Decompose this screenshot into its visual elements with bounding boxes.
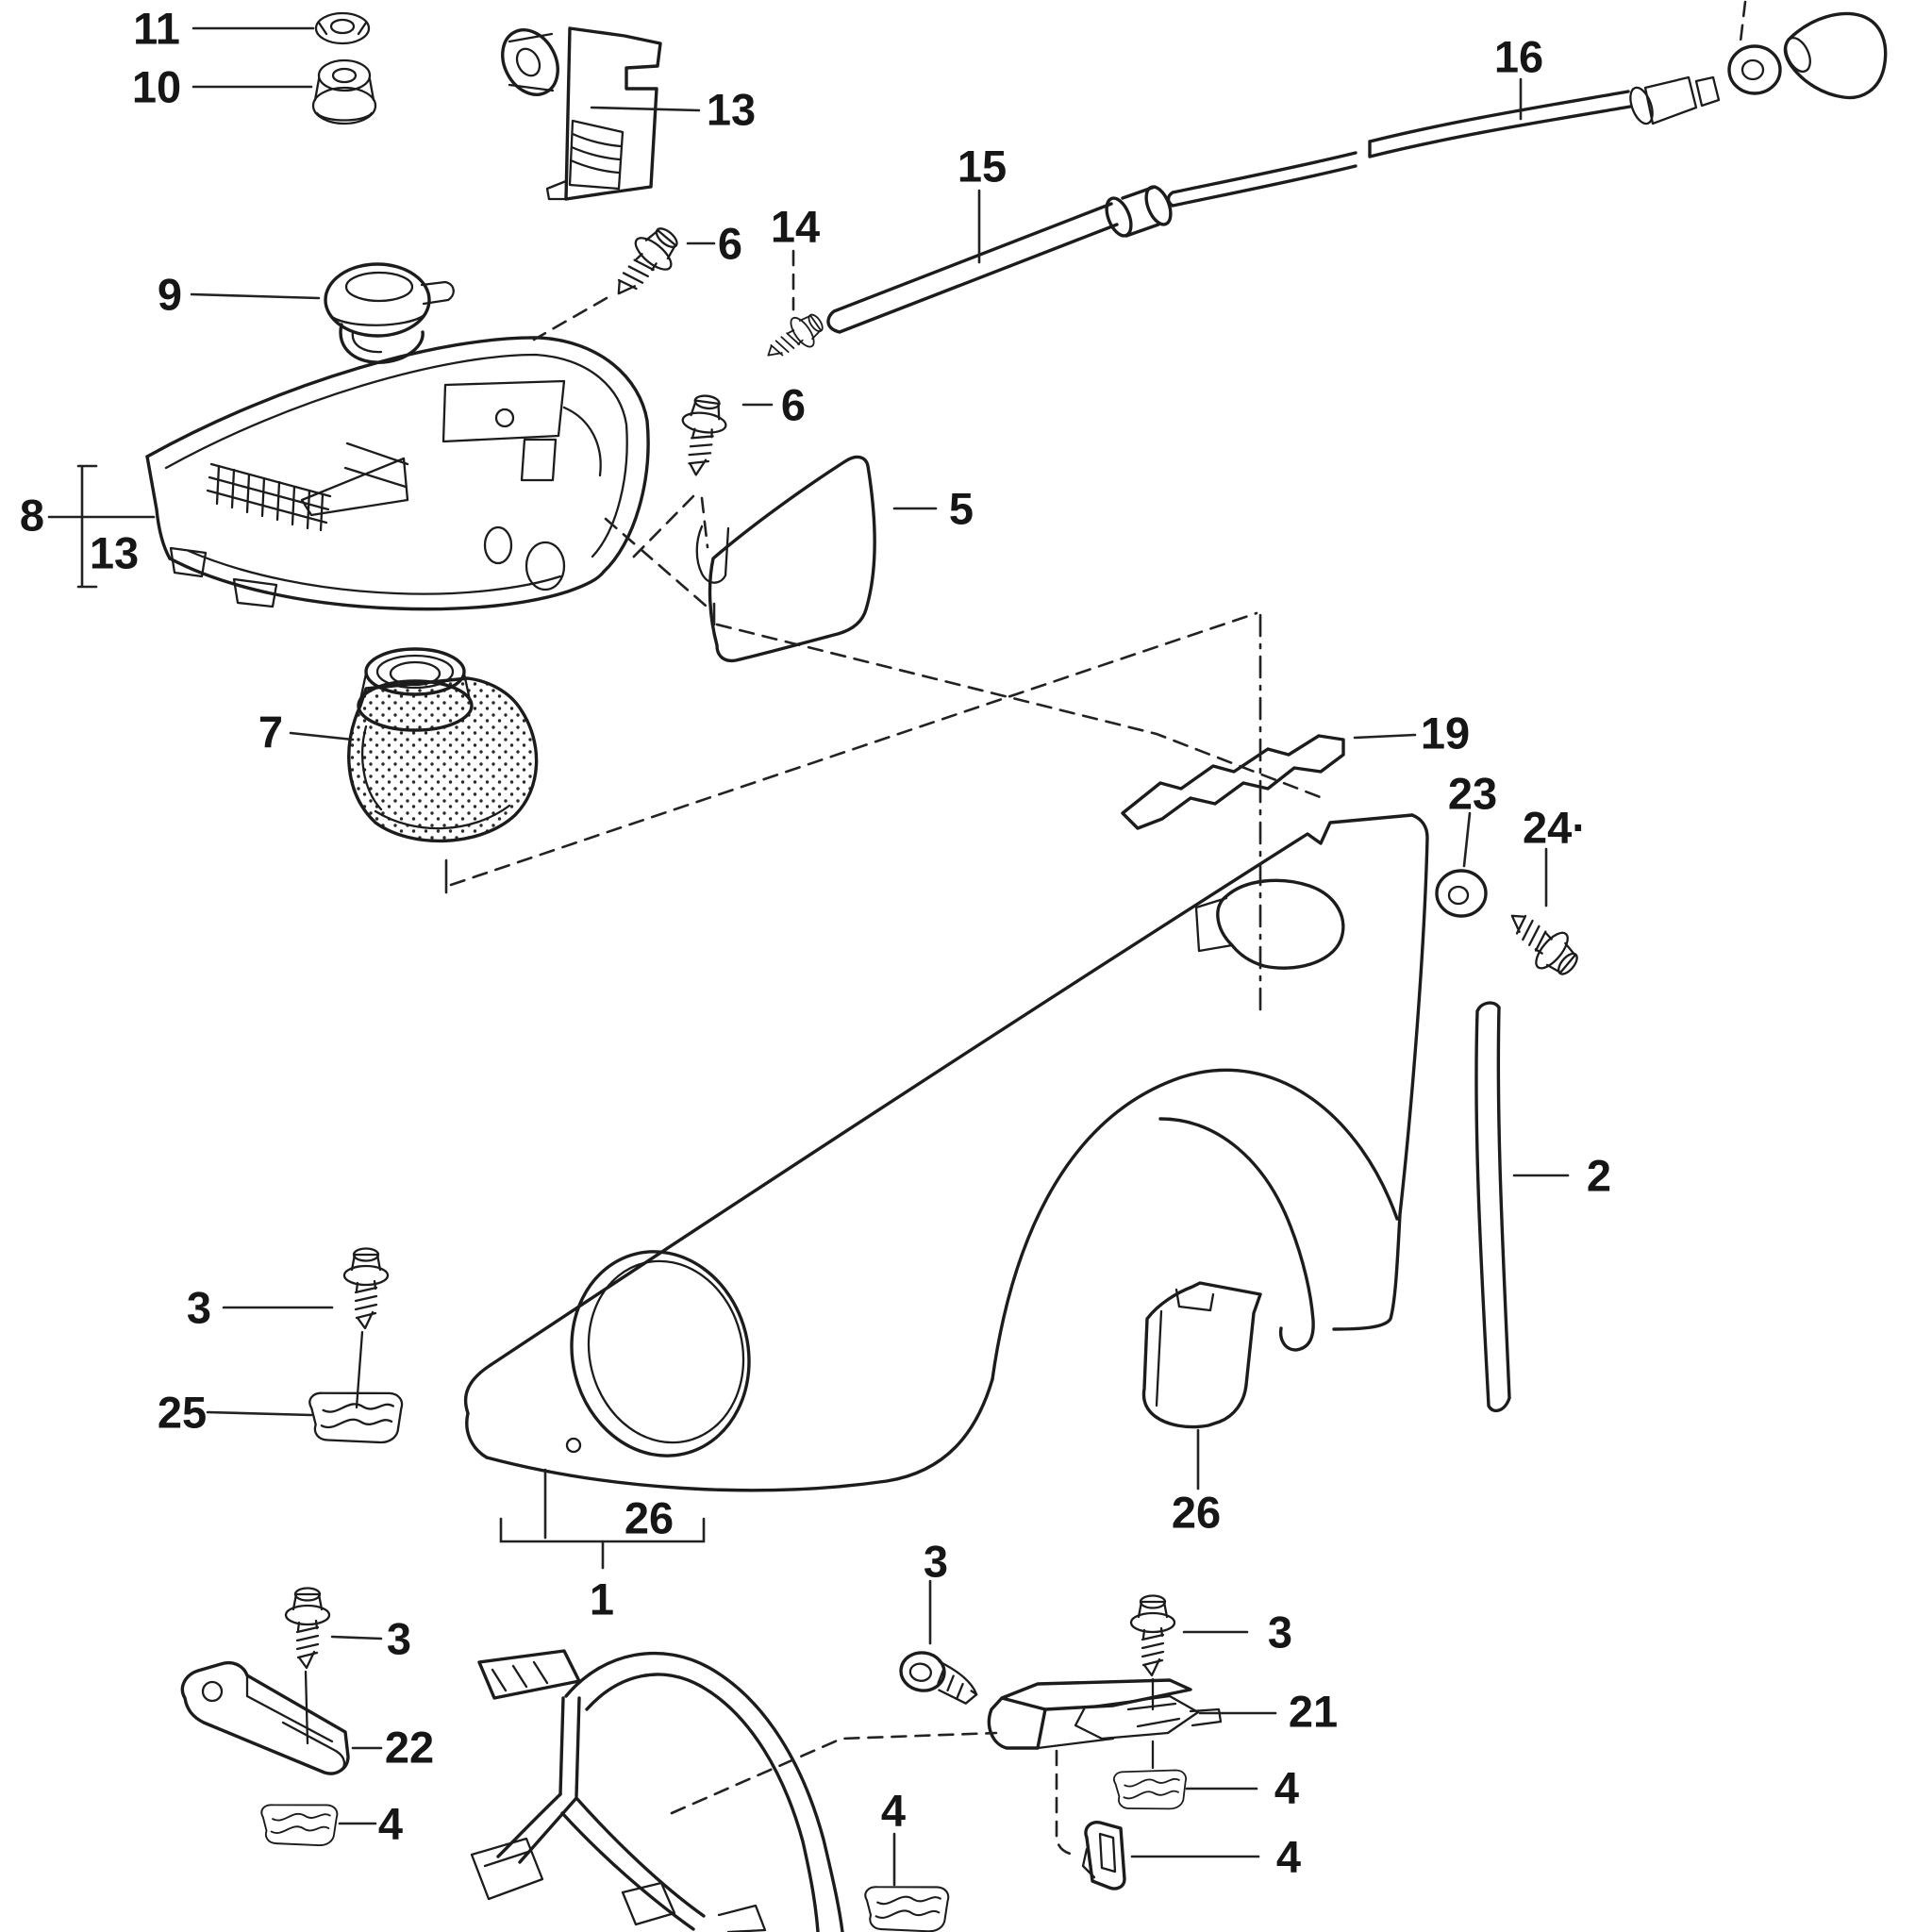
reservoir-tray-8-13 (145, 336, 650, 611)
part-label-21: 21 (1289, 1687, 1338, 1737)
part-label-26-right: 26 (1172, 1488, 1221, 1538)
part-label-6-upper: 6 (718, 219, 742, 269)
part-label-5: 5 (949, 484, 974, 534)
part-label-19: 19 (1421, 708, 1470, 758)
part-label-11: 11 (133, 4, 180, 54)
bolt-24 (1496, 898, 1588, 986)
screw-3-bottomleft (284, 1587, 331, 1670)
screw-3-left (342, 1247, 390, 1330)
push-pin-3-center (899, 1651, 978, 1705)
clip-4-center (863, 1875, 955, 1932)
part-label-4-center: 4 (881, 1786, 906, 1836)
fastener-11 (314, 11, 371, 45)
fender-1 (463, 813, 1429, 1492)
part-label-7: 7 (258, 708, 283, 758)
part-label-14: 14 (771, 202, 820, 252)
leader-bracket21-to-clip4-bottom (1055, 1749, 1079, 1857)
part-label-3-bottomleft: 3 (387, 1614, 411, 1664)
cable-16 (1166, 0, 1888, 208)
part-label-3-right: 3 (1268, 1607, 1292, 1657)
leader-screw3-to-clip25 (355, 1330, 364, 1409)
clip-4-bottomright (1081, 1821, 1126, 1890)
callout-labels: 11 10 13 16 15 6 14 9 6 8 13 5 7 19 23 2… (20, 4, 1611, 1882)
clip-4-midright (1111, 1760, 1192, 1819)
bracket-21 (987, 1678, 1223, 1750)
part-label-4-bottomright: 4 (1276, 1832, 1301, 1882)
cap-9 (324, 262, 455, 364)
part-label-24: 24· (1523, 803, 1587, 853)
leader-screw6-lower (626, 494, 709, 564)
screw-6-lower (674, 391, 731, 479)
part-label-2: 2 (1587, 1151, 1611, 1201)
protective-strip-2 (1474, 1001, 1511, 1413)
part-label-1: 1 (590, 1574, 614, 1624)
relay-bracket-13 (501, 26, 662, 201)
strap-22 (180, 1660, 350, 1775)
dimension-bracket-1-26 (499, 1468, 706, 1570)
callout-leader-lines (190, 26, 1570, 1887)
leader-screw3-to-strap22 (304, 1670, 309, 1745)
assembly-leader-lines (444, 517, 1324, 1815)
part-label-26-left: 26 (625, 1493, 674, 1543)
clip-26-right (1141, 1281, 1262, 1429)
part-label-13-bracket: 13 (90, 528, 139, 578)
part-label-16: 16 (1494, 32, 1543, 82)
part-label-3-left: 3 (187, 1283, 211, 1333)
screw-3-right (1129, 1594, 1176, 1677)
washer-23 (1435, 869, 1488, 918)
wheelhouse-liner (470, 1649, 844, 1932)
fastener-10-nut (311, 58, 377, 125)
part-label-4-midright: 4 (1274, 1763, 1299, 1813)
part-label-9: 9 (158, 270, 182, 320)
grommet-pot-7 (347, 647, 539, 843)
part-label-23: 23 (1448, 769, 1497, 819)
bracket-19 (1121, 734, 1345, 830)
rod-15 (826, 185, 1173, 334)
part-label-22: 22 (385, 1723, 434, 1773)
part-label-10: 10 (132, 62, 181, 112)
part-label-3-center: 3 (924, 1537, 948, 1587)
clip-25 (308, 1380, 408, 1453)
part-label-13-top: 13 (707, 85, 756, 135)
part-label-8: 8 (20, 491, 44, 541)
part-label-6-lower: 6 (781, 380, 806, 430)
part-label-25: 25 (158, 1388, 207, 1438)
part-label-15: 15 (958, 142, 1007, 192)
group-bracket-8-13 (47, 464, 156, 589)
screw-14 (758, 305, 830, 371)
part-label-4-left: 4 (378, 1799, 403, 1849)
leader-screw6-upper-to-tray (532, 296, 608, 341)
screw-6-upper (601, 218, 689, 309)
plate-5 (695, 455, 876, 663)
clip-4-left (259, 1794, 342, 1855)
